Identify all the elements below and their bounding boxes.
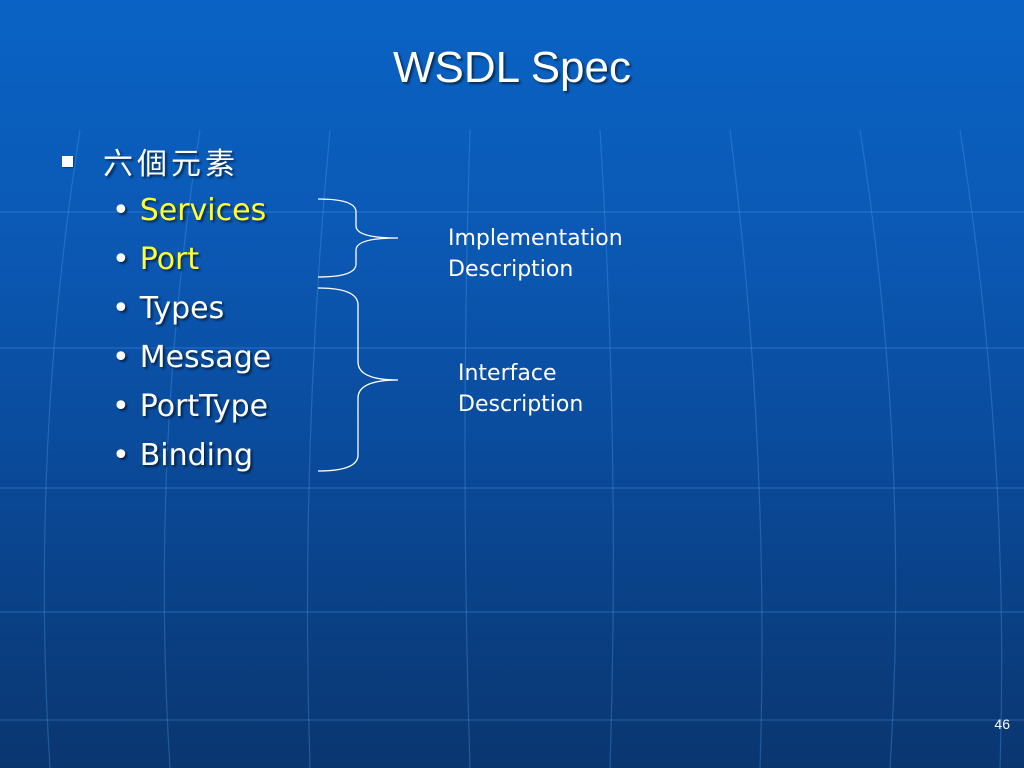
list-item: • Types <box>112 284 271 333</box>
list-item: • Binding <box>112 431 271 480</box>
implementation-line2: Description <box>448 257 574 282</box>
implementation-brace-icon <box>317 198 399 278</box>
list-item-label: Types <box>139 291 225 326</box>
list-item-label: PortType <box>139 389 269 424</box>
implementation-line1: Implementation <box>448 226 623 251</box>
element-list: • Services • Port • Types • Message • PortTyp… <box>112 186 271 480</box>
interface-line2: Description <box>458 392 584 417</box>
bullet-dot-icon: • <box>112 438 130 473</box>
list-item: • Port <box>112 235 271 284</box>
level1-bullet: 六個元素 <box>62 138 239 184</box>
interface-brace-icon <box>317 287 399 472</box>
list-item: • Services <box>112 186 271 235</box>
bullet-dot-icon: • <box>112 291 130 326</box>
list-item: • PortType <box>112 382 271 431</box>
list-item-label: Message <box>139 340 272 375</box>
slide-number: 46 <box>994 716 1010 732</box>
bullet-dot-icon: • <box>112 193 130 228</box>
level1-text: 六個元素 <box>103 147 239 182</box>
square-bullet-icon <box>62 155 73 167</box>
interface-line1: Interface <box>458 361 557 386</box>
implementation-description: Implementation Description <box>448 223 623 285</box>
bullet-dot-icon: • <box>112 389 130 424</box>
bullet-dot-icon: • <box>112 340 130 375</box>
list-item-label: Port <box>139 242 200 277</box>
list-item-label: Binding <box>139 438 254 473</box>
bullet-dot-icon: • <box>112 242 130 277</box>
list-item: • Message <box>112 333 271 382</box>
interface-description: Interface Description <box>458 358 583 420</box>
slide-title: WSDL Spec <box>392 43 631 92</box>
list-item-label: Services <box>139 193 267 228</box>
